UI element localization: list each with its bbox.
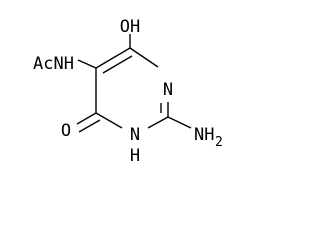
atom-label-amino-subscript: 2 [215,135,223,150]
bond-c4-c5-double-inner [102,55,133,74]
atom-label-ring-n-bottom: N [130,125,140,145]
atom-label-hydroxyl: OH [120,17,140,37]
atom-label-ring-nh-h: H [130,146,140,166]
atom-label-carbonyl-o: O [61,121,71,141]
atom-label-ring-n-top: N [163,80,173,100]
bond-c2-nh2 [167,116,192,129]
bond-c5-nh [77,59,97,69]
bond-c6-o-double-b [78,119,101,133]
bond-n1-c2 [147,116,169,129]
bond-c6-o-double-a [76,112,97,125]
bond-n3-c4 [129,47,159,68]
atom-label-amino: NH [194,125,214,145]
bond-c4-c5-double-outer [95,47,131,69]
bond-c6-n1 [95,112,123,129]
chemical-structure-diagram: OH AcNH N N H NH 2 O [33,17,223,166]
atom-label-acetamido: AcNH [33,54,74,74]
